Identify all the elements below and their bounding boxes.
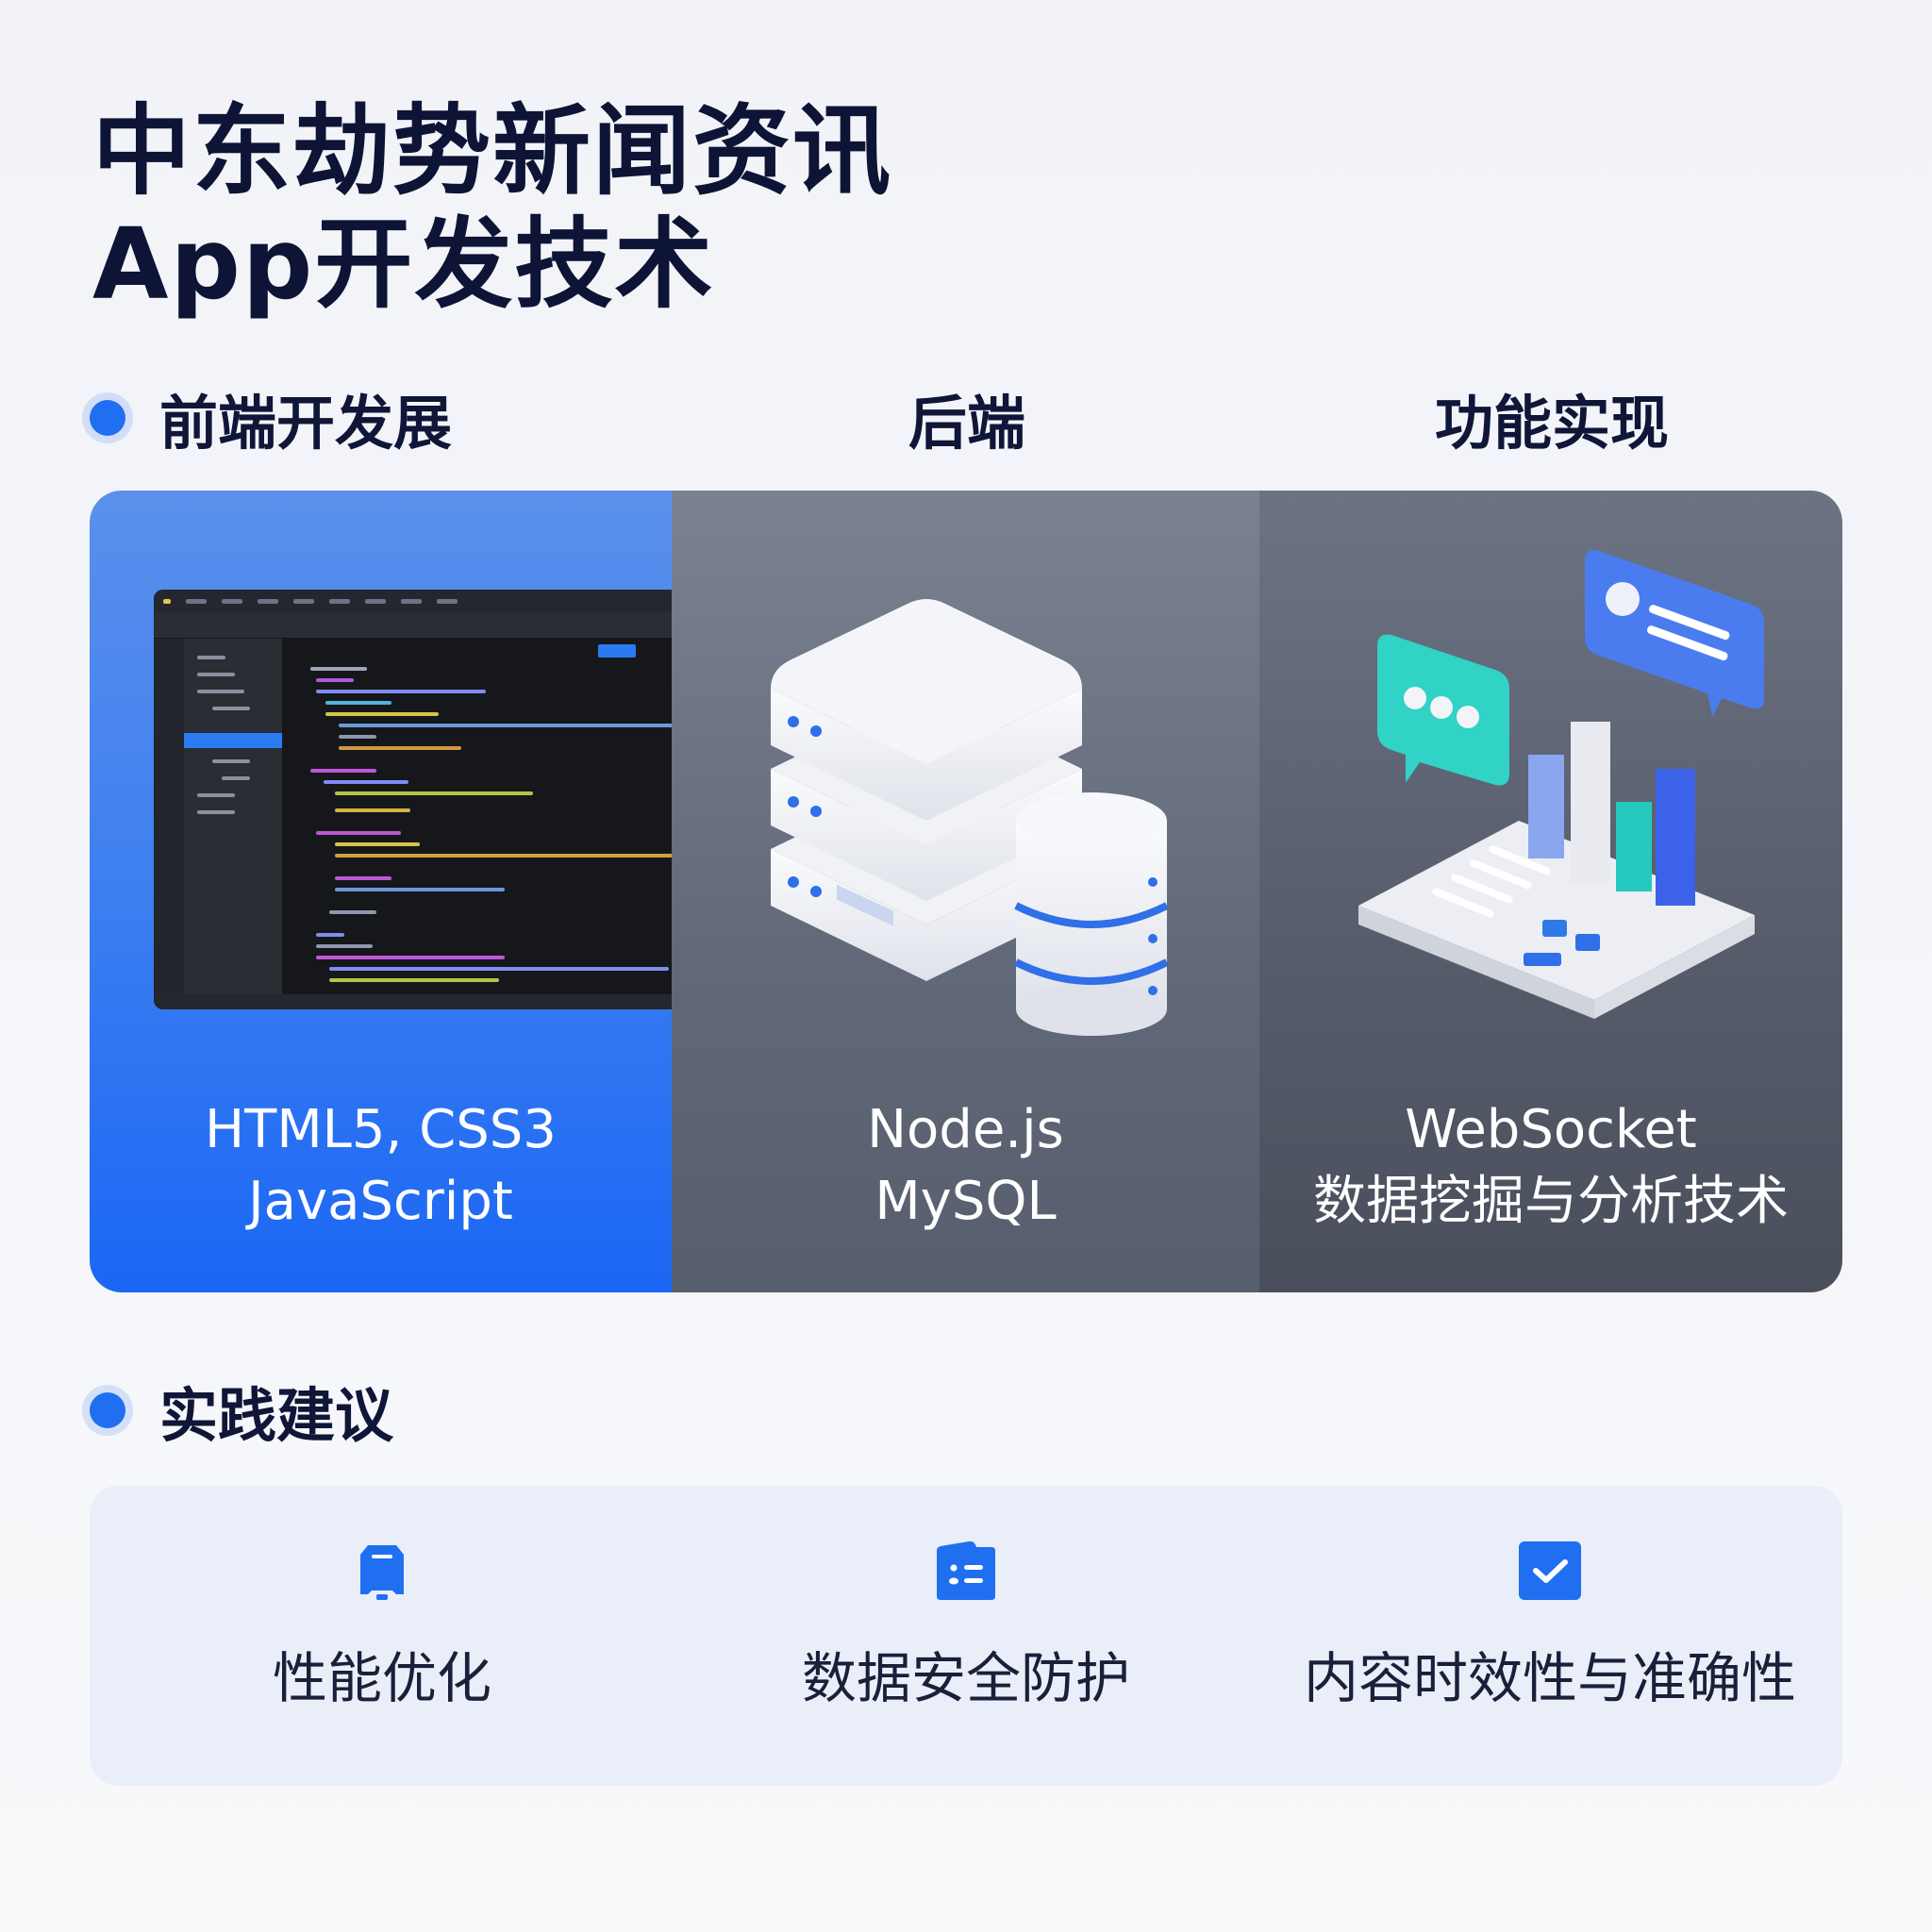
server-database-illustration	[771, 599, 1167, 1036]
checkbox-icon	[1519, 1541, 1581, 1600]
title-line-2: App开发技术	[92, 207, 715, 322]
backend-tech-list: Node.js MySQL	[867, 1099, 1064, 1232]
battery-icon	[360, 1545, 404, 1600]
practice-item-performance: 性能优化	[90, 1538, 675, 1713]
backend-panel: Node.js MySQL	[672, 491, 1259, 1292]
frontend-tech-list: HTML5, CSS3 JavaScript	[205, 1099, 557, 1232]
code-editor-illustration	[154, 590, 672, 1009]
features-panel: WebSocket 数据挖掘与分析技术	[1259, 491, 1842, 1292]
tech-panels: HTML5, CSS3 JavaScript	[90, 491, 1842, 1292]
section-frontend-heading: 前端开发展	[90, 375, 452, 460]
features-tech-list: WebSocket 数据挖掘与分析技术	[1313, 1099, 1789, 1232]
practice-item-security: 数据安全防护	[674, 1538, 1258, 1713]
frontend-panel: HTML5, CSS3 JavaScript	[90, 491, 672, 1292]
title-line-1: 中东劫势新闻资讯	[92, 93, 893, 208]
practice-card: 性能优化 数据安全防护 内容时效性与准确性	[90, 1486, 1842, 1786]
bullet-dot-icon	[90, 400, 125, 436]
practice-item-content-accuracy: 内容时效性与准确性	[1257, 1538, 1842, 1713]
folder-list-icon	[937, 1541, 995, 1600]
section-features-heading: 功能实现	[1434, 389, 1669, 458]
section-backend-heading: 后端	[908, 389, 1025, 458]
page-title: 中东劫势新闻资讯 App开发技术	[92, 94, 892, 321]
chat-chart-illustration	[1358, 550, 1764, 1019]
bullet-dot-icon	[90, 1392, 125, 1428]
practice-heading: 实践建议	[90, 1368, 393, 1453]
